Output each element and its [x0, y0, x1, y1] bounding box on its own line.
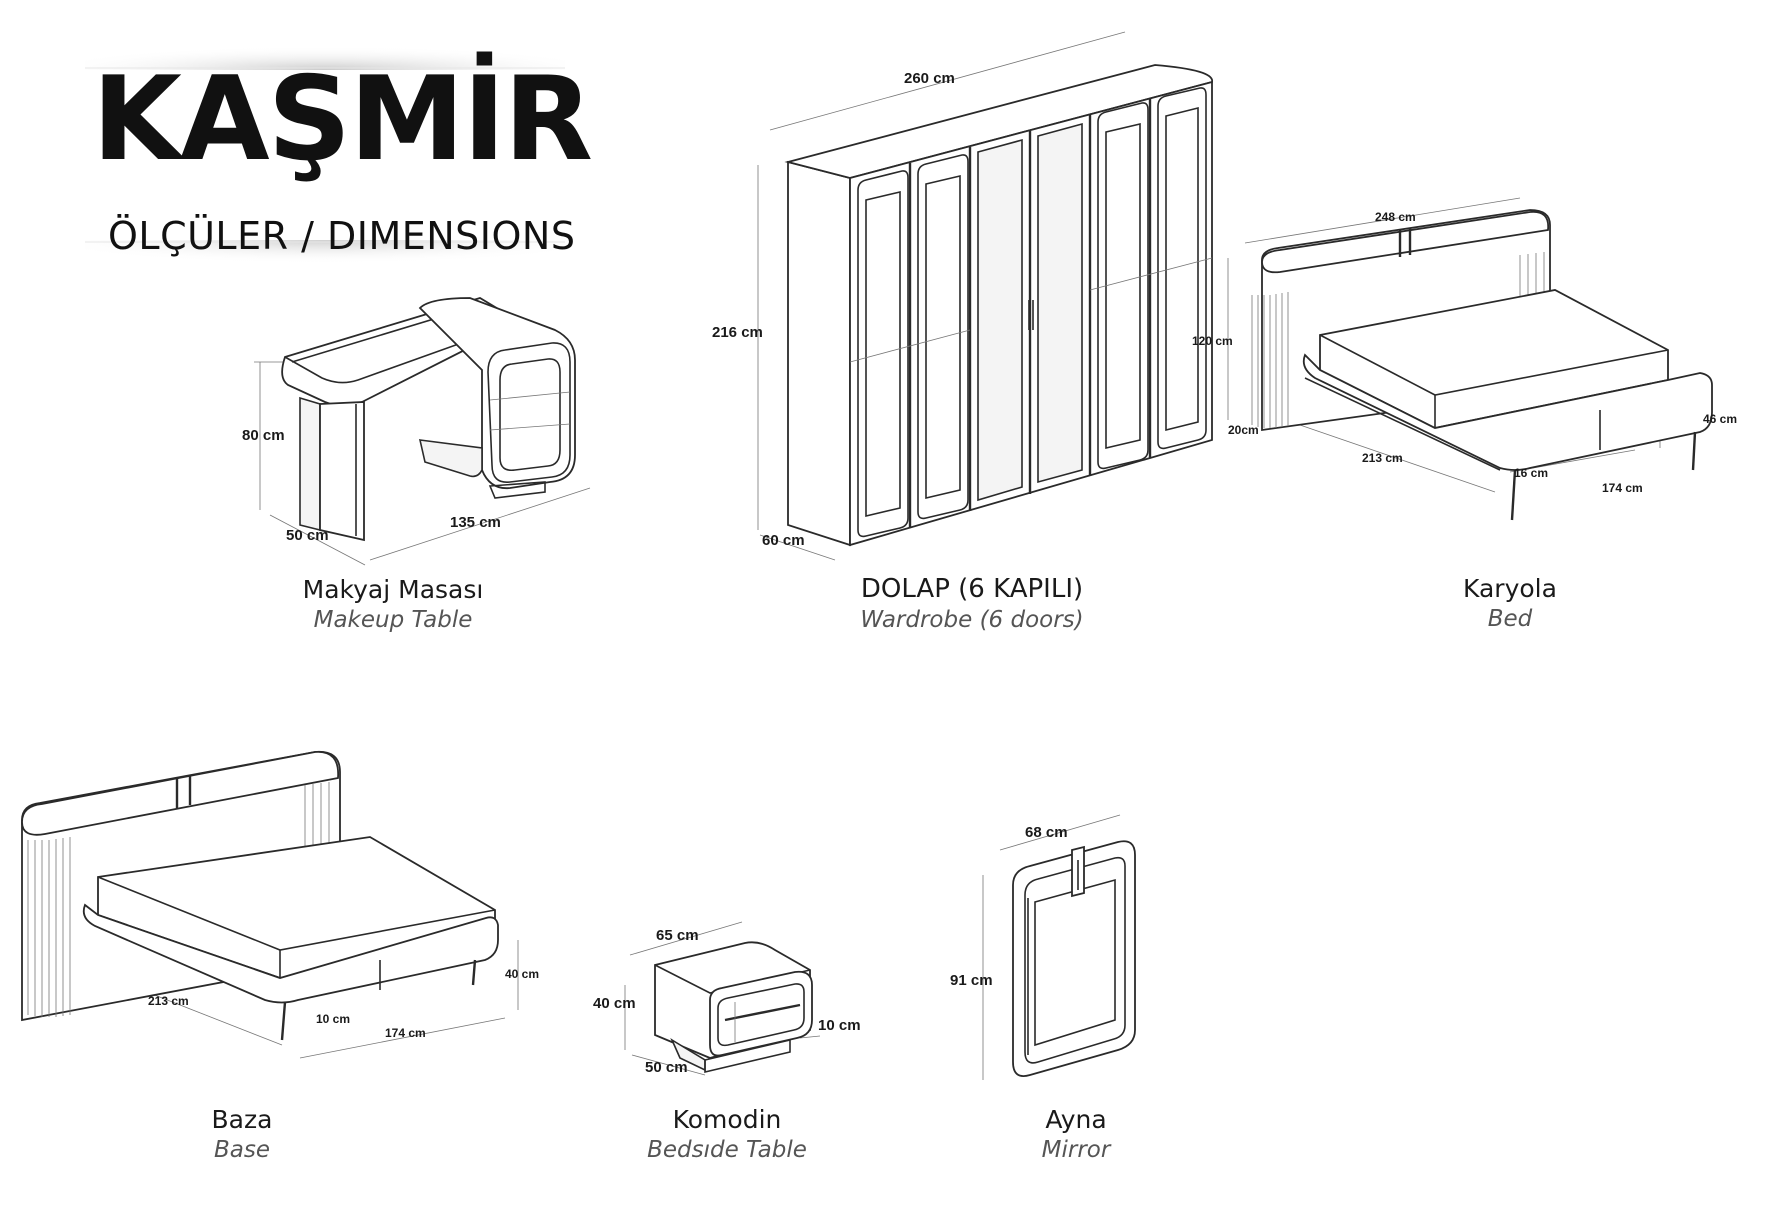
wardrobe-width-label: 260 cm: [904, 70, 955, 87]
base-drawing: [21, 750, 519, 1059]
mirror-name-tr: Ayna: [1045, 1105, 1107, 1134]
makeup-depth-label: 50 cm: [286, 527, 329, 544]
wardrobe-depth-label: 60 cm: [762, 532, 805, 549]
wardrobe-name-tr: DOLAP (6 KAPILI): [860, 574, 1084, 604]
base-name-en: Base: [213, 1137, 270, 1163]
wardrobe-caption: DOLAP (6 KAPILI) Wardrobe (6 doors): [792, 574, 1152, 633]
mirror-height-label: 91 cm: [950, 972, 993, 989]
wardrobe-drawing: [757, 31, 1213, 561]
bed-drawing: [1227, 197, 1713, 521]
bed-headboard-width-label: 248 cm: [1375, 210, 1416, 224]
bedside-height-label: 40 cm: [593, 995, 636, 1012]
wardrobe-height-label: 216 cm: [712, 324, 763, 341]
bed-caption: Karyola Bed: [1330, 574, 1690, 632]
base-length-label: 213 cm: [148, 994, 189, 1008]
bedside-table-caption: Komodin Bedsıde Table: [547, 1105, 907, 1163]
bed-length-label: 213 cm: [1362, 451, 1403, 465]
bedside-width-label: 65 cm: [656, 927, 699, 944]
bedside-table-name-en: Bedsıde Table: [647, 1137, 807, 1163]
bed-height-label: 46 cm: [1703, 412, 1737, 426]
bed-name-tr: Karyola: [1463, 574, 1557, 603]
mirror-width-label: 68 cm: [1025, 824, 1068, 841]
bed-name-en: Bed: [1487, 606, 1533, 632]
bed-headboard-height-label: 120 cm: [1192, 334, 1233, 348]
bedside-plinth-label: 10 cm: [818, 1017, 861, 1034]
brand-title: KAŞMİR: [92, 52, 593, 187]
base-height-label: 40 cm: [505, 967, 539, 981]
mirror-drawing: [982, 814, 1136, 1080]
bedside-table-drawing: [624, 921, 821, 1076]
base-caption: Baza Base: [62, 1105, 422, 1163]
title-block: [85, 20, 645, 285]
base-leg-label: 10 cm: [316, 1012, 350, 1026]
bed-headboard-depth-label: 20cm: [1228, 423, 1259, 437]
makeup-width-label: 135 cm: [450, 514, 501, 531]
wardrobe-name-en: Wardrobe (6 doors): [860, 607, 1084, 633]
bedside-table-name-tr: Komodin: [672, 1105, 782, 1134]
makeup-table-name-tr: Makyaj Masası: [302, 575, 484, 604]
makeup-height-label: 80 cm: [242, 427, 285, 444]
base-width-label: 174 cm: [385, 1026, 426, 1040]
makeup-table-caption: Makyaj Masası Makeup Table: [213, 575, 573, 633]
title-background: [85, 30, 565, 280]
page-subtitle: ÖLÇÜLER / DIMENSIONS: [108, 214, 576, 258]
bed-width-label: 174 cm: [1602, 481, 1643, 495]
makeup-table-name-en: Makeup Table: [313, 607, 473, 633]
mirror-caption: Ayna Mirror: [896, 1105, 1256, 1163]
makeup-table-drawing: [254, 297, 591, 566]
bedside-depth-label: 50 cm: [645, 1059, 688, 1076]
bed-leg-label: 16 cm: [1514, 466, 1548, 480]
mirror-name-en: Mirror: [1041, 1137, 1111, 1163]
base-name-tr: Baza: [211, 1105, 273, 1134]
